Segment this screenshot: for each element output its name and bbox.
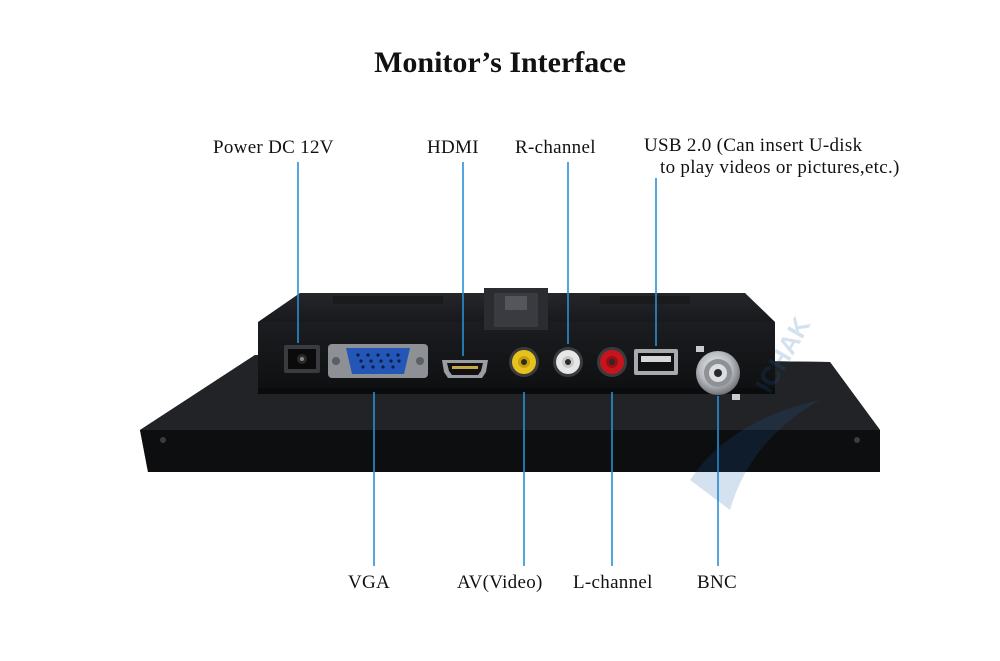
r-channel-rca-port <box>553 347 583 377</box>
vga-port <box>328 344 428 378</box>
label-power-dc: Power DC 12V <box>213 137 334 158</box>
label-hdmi: HDMI <box>427 137 479 158</box>
usb-port <box>634 349 678 375</box>
l-channel-rca-port <box>597 347 627 377</box>
page-title: Monitor’s Interface <box>374 46 626 79</box>
av-video-rca-port <box>509 347 539 377</box>
leader-lines <box>297 162 719 566</box>
label-usb-line1: USB 2.0 (Can insert U-disk <box>644 135 863 156</box>
label-usb: USB 2.0 (Can insert U-disk to play video… <box>644 135 900 179</box>
label-av-video: AV(Video) <box>457 572 543 593</box>
label-l-channel: L-channel <box>573 572 653 593</box>
power-dc-port <box>284 345 320 373</box>
label-r-channel: R-channel <box>515 137 596 158</box>
label-vga: VGA <box>348 572 391 593</box>
label-bnc: BNC <box>697 572 737 593</box>
label-usb-line2: to play videos or pictures,etc.) <box>660 157 900 178</box>
bnc-connector <box>696 346 740 400</box>
hdmi-port <box>442 360 488 378</box>
